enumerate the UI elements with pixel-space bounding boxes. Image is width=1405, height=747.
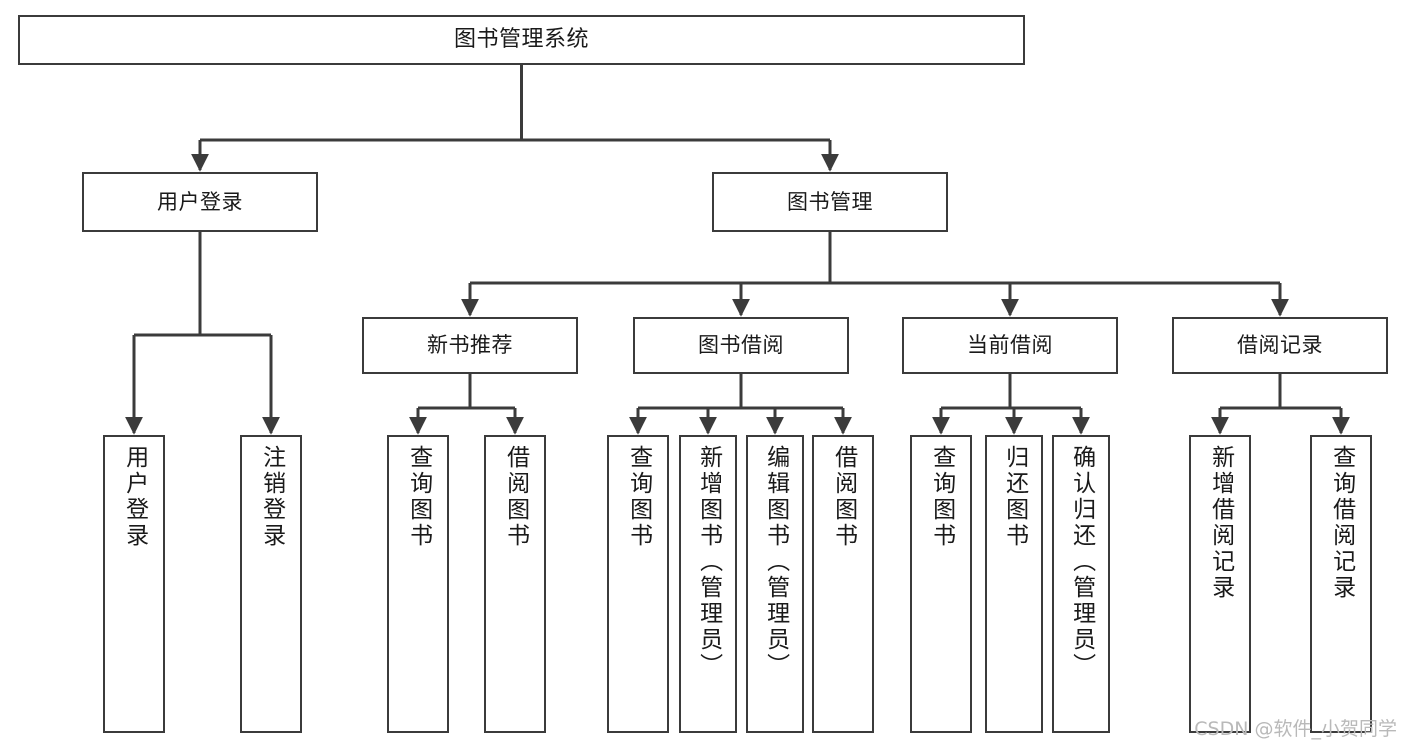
node-label: 注销登录	[258, 445, 285, 549]
node-leaf-edit-book[interactable]: 编辑图书（管理员）	[746, 435, 804, 733]
watermark-text: CSDN @软件_小贺同学	[1194, 718, 1397, 740]
node-leaf-borrow-book-1[interactable]: 借阅图书	[484, 435, 546, 733]
node-label: 新书推荐	[427, 333, 513, 358]
node-newbooks[interactable]: 新书推荐	[362, 317, 578, 374]
node-label: 查询借阅记录	[1328, 445, 1355, 601]
node-label: 图书管理	[787, 189, 873, 214]
node-leaf-add-record[interactable]: 新增借阅记录	[1189, 435, 1251, 733]
node-leaf-user-login[interactable]: 用户登录	[103, 435, 165, 733]
node-leaf-query-book-2[interactable]: 查询图书	[607, 435, 669, 733]
node-root[interactable]: 图书管理系统	[18, 15, 1025, 65]
node-leaf-confirm-return[interactable]: 确认归还（管理员）	[1052, 435, 1110, 733]
node-label: 查询图书	[405, 445, 432, 549]
node-label: 用户登录	[121, 445, 148, 549]
node-label: 图书借阅	[698, 333, 784, 358]
node-label: 确认归还（管理员）	[1068, 445, 1095, 679]
node-records[interactable]: 借阅记录	[1172, 317, 1388, 374]
node-label: 图书管理系统	[453, 27, 589, 53]
node-label: 用户登录	[157, 189, 243, 214]
node-bookmgmt[interactable]: 图书管理	[712, 172, 948, 232]
node-leaf-user-logout[interactable]: 注销登录	[240, 435, 302, 733]
node-label: 借阅图书	[830, 445, 857, 549]
node-leaf-add-book[interactable]: 新增图书（管理员）	[679, 435, 737, 733]
node-leaf-query-book-1[interactable]: 查询图书	[387, 435, 449, 733]
node-borrow[interactable]: 图书借阅	[633, 317, 849, 374]
node-label: 当前借阅	[967, 333, 1053, 358]
node-leaf-query-book-3[interactable]: 查询图书	[910, 435, 972, 733]
node-label: 查询图书	[928, 445, 955, 549]
node-label: 借阅图书	[502, 445, 529, 549]
node-label: 归还图书	[1001, 445, 1028, 549]
node-label: 新增图书（管理员）	[695, 445, 722, 679]
node-leaf-query-record[interactable]: 查询借阅记录	[1310, 435, 1372, 733]
node-label: 编辑图书（管理员）	[762, 445, 789, 679]
node-leaf-return-book[interactable]: 归还图书	[985, 435, 1043, 733]
node-label: 借阅记录	[1237, 333, 1323, 358]
node-leaf-borrow-book-2[interactable]: 借阅图书	[812, 435, 874, 733]
node-label: 查询图书	[625, 445, 652, 549]
node-current[interactable]: 当前借阅	[902, 317, 1118, 374]
node-login[interactable]: 用户登录	[82, 172, 318, 232]
node-label: 新增借阅记录	[1207, 445, 1234, 601]
